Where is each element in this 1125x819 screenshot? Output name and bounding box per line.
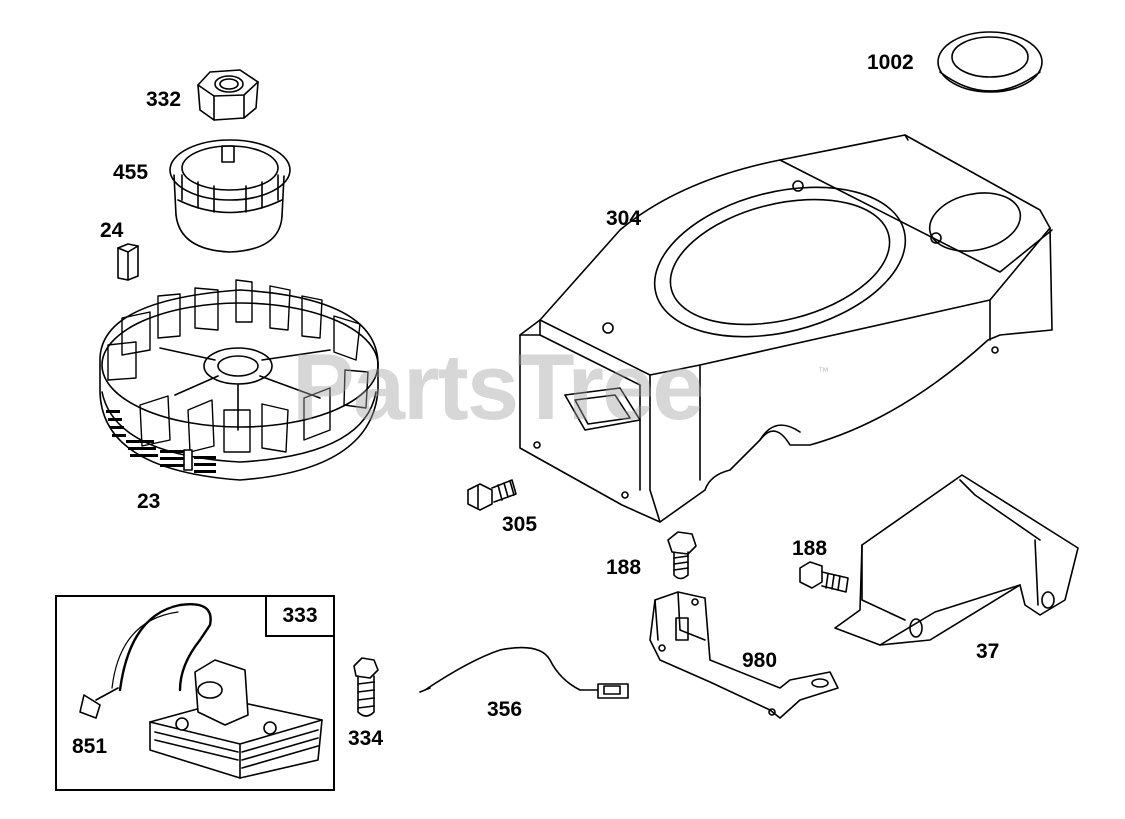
grommet-part[interactable] xyxy=(937,31,1043,93)
callout-980[interactable]: 980 xyxy=(742,649,778,672)
hex-nut-part[interactable] xyxy=(197,69,259,121)
callout-304[interactable]: 304 xyxy=(606,207,642,230)
blower-housing-part[interactable] xyxy=(519,134,1053,523)
watermark-trademark: ™ xyxy=(818,366,829,378)
callout-1002[interactable]: 1002 xyxy=(867,51,914,74)
callout-305[interactable]: 305 xyxy=(502,513,538,536)
callout-24[interactable]: 24 xyxy=(100,219,124,242)
guard-part[interactable] xyxy=(834,474,1079,646)
armature-kit-box: 333 xyxy=(55,595,335,791)
bracket-screw-part[interactable] xyxy=(667,531,697,580)
armature-part[interactable] xyxy=(79,603,323,779)
callout-334[interactable]: 334 xyxy=(348,727,384,750)
flywheel-part[interactable] xyxy=(99,279,379,481)
watermark-text: PartsTree xyxy=(292,334,705,439)
callout-332[interactable]: 332 xyxy=(146,88,182,111)
callout-188-center[interactable]: 188 xyxy=(606,556,642,579)
callout-851[interactable]: 851 xyxy=(72,735,108,758)
starter-cup-part[interactable] xyxy=(169,139,291,253)
flywheel-key-part[interactable] xyxy=(117,243,139,281)
callout-188-right[interactable]: 188 xyxy=(792,537,828,560)
callout-356[interactable]: 356 xyxy=(487,698,523,721)
callout-37[interactable]: 37 xyxy=(976,640,1000,663)
ground-wire-part[interactable] xyxy=(419,646,629,699)
kit-callout[interactable]: 333 xyxy=(265,595,335,637)
shroud-screw-part[interactable] xyxy=(467,479,517,511)
callout-455[interactable]: 455 xyxy=(113,161,149,184)
armature-screw-part[interactable] xyxy=(353,657,379,717)
callout-23[interactable]: 23 xyxy=(137,490,161,513)
bracket-screw-right-part[interactable] xyxy=(799,561,849,593)
mounting-bracket-part[interactable] xyxy=(649,591,839,719)
